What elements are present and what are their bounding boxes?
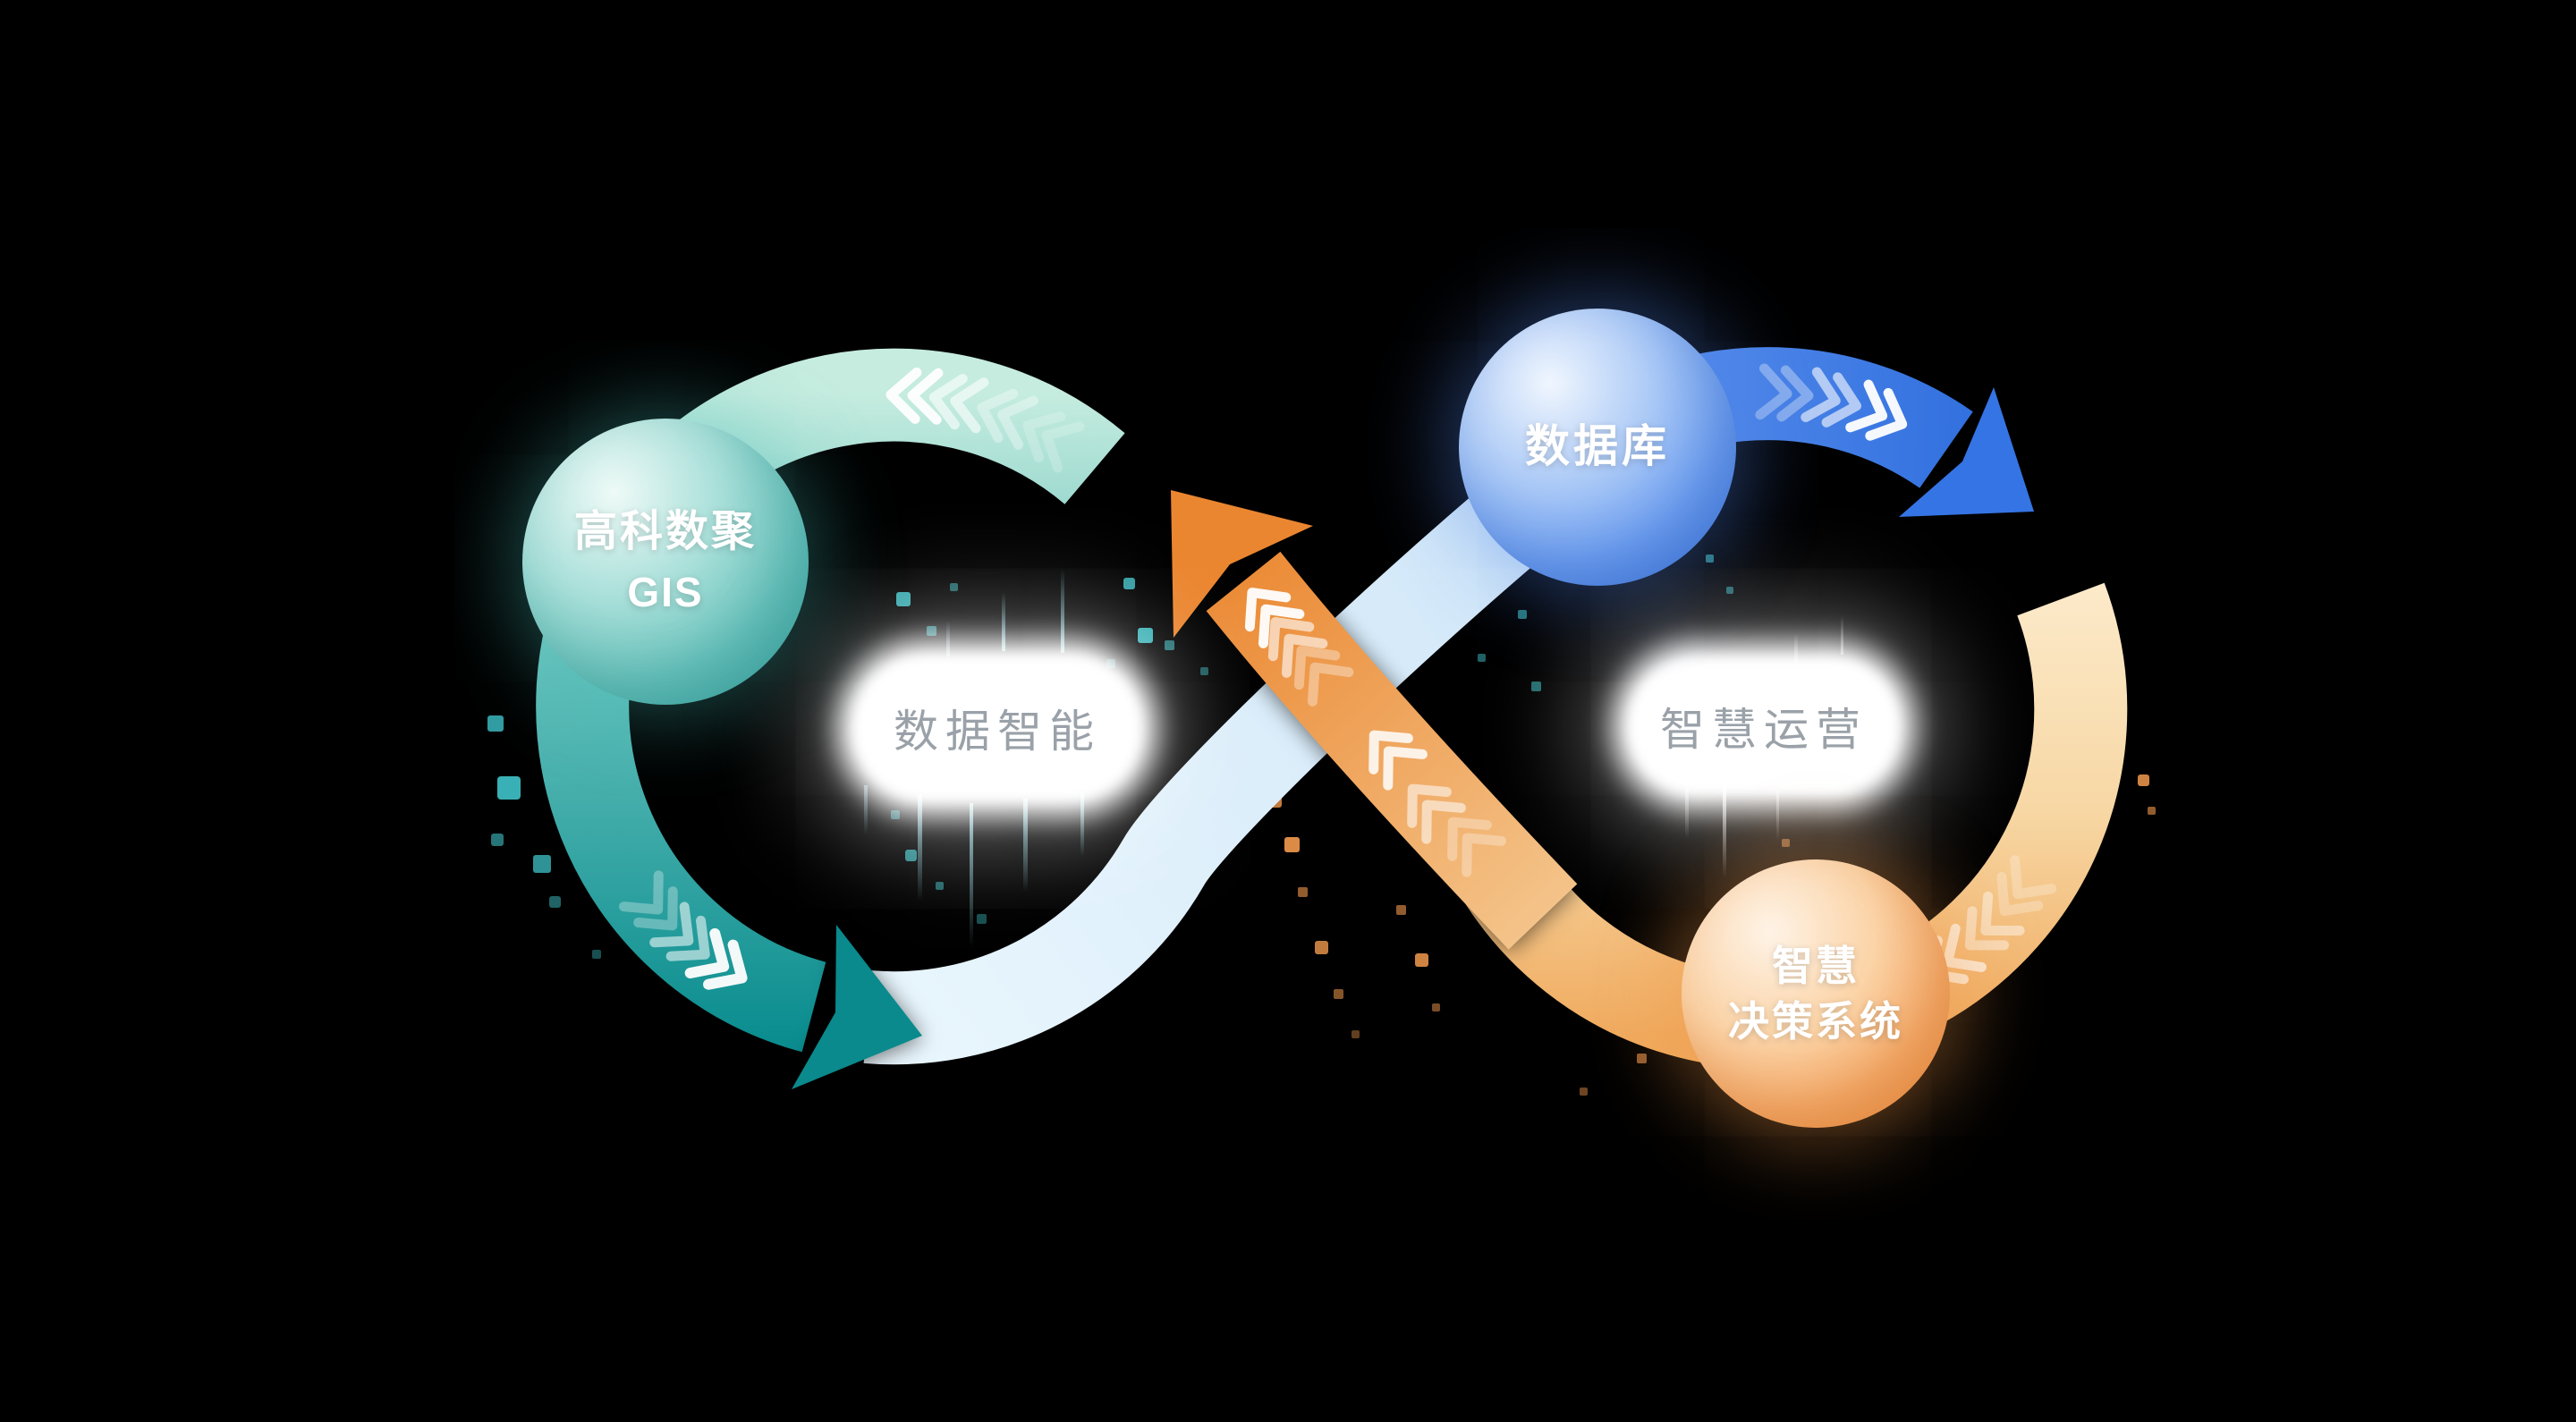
node-gis-sphere: 高科数聚 GIS bbox=[522, 419, 809, 705]
blue-arrowhead bbox=[1899, 387, 2034, 517]
gis-label-line2: GIS bbox=[627, 569, 704, 616]
label-pill-data-intelligence: 数据智能 bbox=[850, 652, 1145, 804]
label-pill-smart-operations: 智慧运营 bbox=[1625, 655, 1902, 798]
left-loop-light-segment bbox=[863, 427, 1612, 1065]
decision-label-line2: 决策系统 bbox=[1728, 998, 1903, 1045]
pill-label-left: 数据智能 bbox=[894, 707, 1101, 757]
orange-arrowhead bbox=[1171, 490, 1313, 638]
teal-arrowhead bbox=[792, 925, 922, 1089]
pill-label-right: 智慧运营 bbox=[1660, 705, 1868, 755]
gis-label-line1: 高科数聚 bbox=[573, 507, 757, 555]
decision-label-line1: 智慧 bbox=[1772, 942, 1860, 989]
node-decision-sphere: 智慧 决策系统 bbox=[1682, 859, 1950, 1128]
confetti-dots-teal bbox=[487, 554, 1733, 959]
database-label: 数据库 bbox=[1525, 421, 1670, 472]
node-database-sphere: 数据库 bbox=[1459, 309, 1736, 586]
